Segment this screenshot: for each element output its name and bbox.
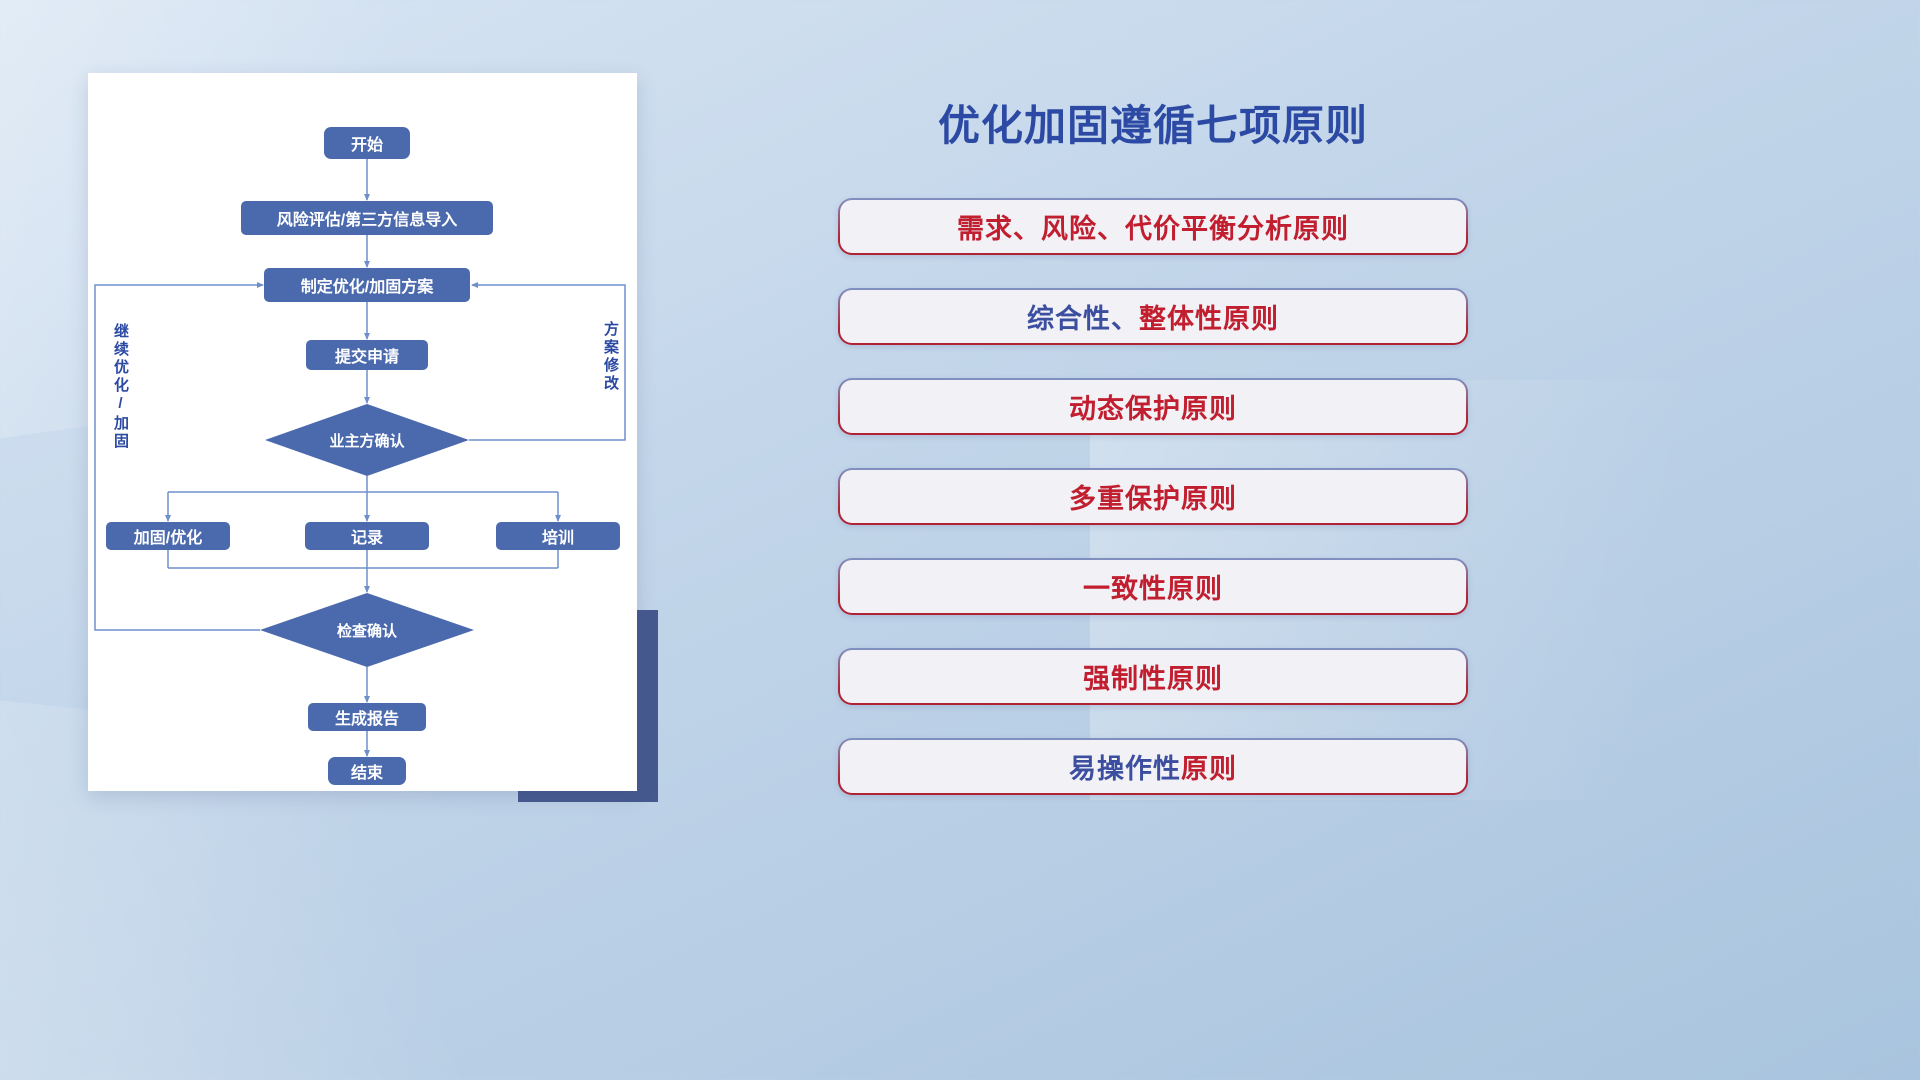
loop-label-plan-revision: 方案修改 [602, 321, 619, 393]
principle-text: 需求、风险、代价平衡分析原则 [840, 200, 1466, 253]
flow-node-training: 培训 [496, 522, 620, 550]
principle-text: 强制性原则 [840, 650, 1466, 703]
principles-list: 需求、风险、代价平衡分析原则 综合性、整体性原则 动态保护原则 多重保护原则 一… [838, 198, 1468, 795]
principle-segment-red: 一致性原则 [1083, 574, 1223, 604]
principle-segment-blue: 易操作性 [1069, 754, 1181, 784]
flow-node-make-plan: 制定优化/加固方案 [264, 268, 470, 302]
principle-card: 多重保护原则 [838, 468, 1468, 525]
principle-text: 综合性、整体性原则 [840, 290, 1466, 343]
principle-card: 强制性原则 [838, 648, 1468, 705]
principle-card: 易操作性原则 [838, 738, 1468, 795]
principle-text: 易操作性原则 [840, 740, 1466, 793]
principle-segment-red: 需求、风险、代价平衡分析原则 [957, 214, 1349, 244]
principle-card: 一致性原则 [838, 558, 1468, 615]
flow-connectors [94, 159, 626, 757]
flow-node-end: 结束 [328, 757, 406, 785]
flowchart-card: 开始 风险评估/第三方信息导入 制定优化/加固方案 提交申请 业主方确认 加固/… [88, 73, 637, 791]
principle-segment-red: 整体性原则 [1139, 304, 1279, 334]
principle-card: 需求、风险、代价平衡分析原则 [838, 198, 1468, 255]
flow-node-start: 开始 [324, 127, 410, 159]
flow-node-generate-report: 生成报告 [308, 703, 426, 731]
principle-text: 动态保护原则 [840, 380, 1466, 433]
principle-segment-red: 动态保护原则 [1069, 394, 1237, 424]
principle-text: 一致性原则 [840, 560, 1466, 613]
principle-card: 综合性、整体性原则 [838, 288, 1468, 345]
principle-segment-blue: 综合性、 [1027, 304, 1139, 334]
principle-segment-red: 多重保护原则 [1069, 484, 1237, 514]
principle-segment-red: 原则 [1181, 754, 1237, 784]
principle-segment-red: 强制性原则 [1083, 664, 1223, 694]
flow-node-risk-assessment: 风险评估/第三方信息导入 [241, 201, 493, 235]
loop-label-continue-optimize: 继续优化/加固 [112, 323, 129, 451]
principle-text: 多重保护原则 [840, 470, 1466, 523]
page-title: 优化加固遵循七项原则 [937, 102, 1368, 149]
flow-node-harden-optimize: 加固/优化 [106, 522, 230, 550]
principle-card: 动态保护原则 [838, 378, 1468, 435]
flow-node-record: 记录 [305, 522, 429, 550]
flow-node-submit-application: 提交申请 [306, 340, 428, 370]
